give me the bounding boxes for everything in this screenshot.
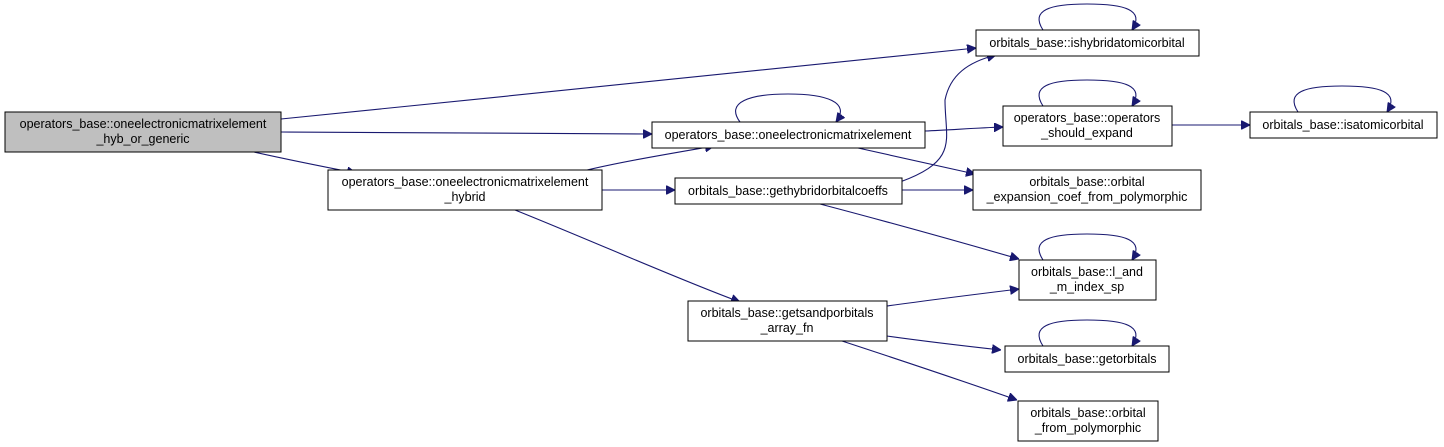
edge-oneel-to-orbexp <box>857 147 975 174</box>
node-label-line: operators_base::operators <box>1014 111 1161 125</box>
edge-gethyb-to-ishyb <box>899 55 996 183</box>
edge-getsp-to-orbfrom <box>841 340 1017 400</box>
edge-root-to-ishyb <box>280 48 976 120</box>
node-label-line: operators_base::oneelectronicmatrixeleme… <box>20 117 267 131</box>
edge-root-to-oneel <box>280 132 652 134</box>
node-getsandporbitals-array-fn[interactable]: orbitals_base::getsandporbitals _array_f… <box>687 300 888 342</box>
node-label-line: orbitals_base::getorbitals <box>1018 352 1157 366</box>
node-label-line: orbitals_base::orbital <box>1029 175 1144 189</box>
node-oneelectronicmatrixelement-hyb-or-generic[interactable]: operators_base::oneelectronicmatrixeleme… <box>4 111 282 153</box>
edge-getsp-to-lm <box>886 289 1019 307</box>
edge-hybrid-to-getsp <box>514 209 740 302</box>
self-loop-oneel <box>735 93 841 122</box>
node-l-and-m-index-sp[interactable]: orbitals_base::l_and _m_index_sp <box>1018 259 1157 301</box>
edge-hybrid-to-oneel <box>582 146 714 172</box>
self-loop-opexp <box>1038 79 1136 106</box>
node-label-line: _from_polymorphic <box>1034 421 1141 435</box>
node-label-line: _expansion_coef_from_polymorphic <box>986 190 1188 204</box>
edges <box>253 3 1391 400</box>
node-label-line: orbitals_base::gethybridorbitalcoeffs <box>688 184 888 198</box>
node-label-line: _array_fn <box>760 321 814 335</box>
node-label-line: _hybrid <box>444 190 486 204</box>
node-label-line: _hyb_or_generic <box>95 132 189 146</box>
node-label-line: orbitals_base::orbital <box>1030 406 1145 420</box>
self-loop-isatom <box>1293 85 1391 112</box>
node-orbital-expansion-coef-from-polymorphic[interactable]: orbitals_base::orbital _expansion_coef_f… <box>972 169 1202 211</box>
node-isatomicorbital[interactable]: orbitals_base::isatomicorbital <box>1249 111 1438 139</box>
node-oneelectronicmatrixelement[interactable]: operators_base::oneelectronicmatrixeleme… <box>651 121 926 149</box>
self-loop-getorb <box>1038 319 1136 346</box>
node-getorbitals[interactable]: orbitals_base::getorbitals <box>1004 345 1170 373</box>
node-operators-should-expand[interactable]: operators_base::operators _should_expand <box>1002 105 1173 147</box>
node-label-line: operators_base::oneelectronicmatrixeleme… <box>665 128 912 142</box>
node-label-line: orbitals_base::ishybridatomicorbital <box>989 36 1184 50</box>
node-label-line: _should_expand <box>1040 126 1133 140</box>
node-gethybridorbitalcoeffs[interactable]: orbitals_base::gethybridorbitalcoeffs <box>674 177 903 205</box>
self-loop-ishyb <box>1038 3 1136 30</box>
edge-gethyb-to-lm <box>819 203 1019 259</box>
self-loop-lm <box>1038 233 1136 260</box>
node-oneelectronicmatrixelement-hybrid[interactable]: operators_base::oneelectronicmatrixeleme… <box>327 169 603 211</box>
edge-oneel-to-opexp <box>924 127 1003 131</box>
node-label-line: operators_base::oneelectronicmatrixeleme… <box>342 175 589 189</box>
node-label-line: orbitals_base::isatomicorbital <box>1262 118 1423 132</box>
node-label-line: orbitals_base::l_and <box>1031 265 1143 279</box>
node-ishybridatomicorbital[interactable]: orbitals_base::ishybridatomicorbital <box>975 29 1200 57</box>
edge-getsp-to-getorb <box>886 335 1001 350</box>
node-label-line: _m_index_sp <box>1049 280 1124 294</box>
node-label-line: orbitals_base::getsandporbitals <box>700 306 873 320</box>
node-orbital-from-polymorphic[interactable]: orbitals_base::orbital _from_polymorphic <box>1017 400 1159 442</box>
